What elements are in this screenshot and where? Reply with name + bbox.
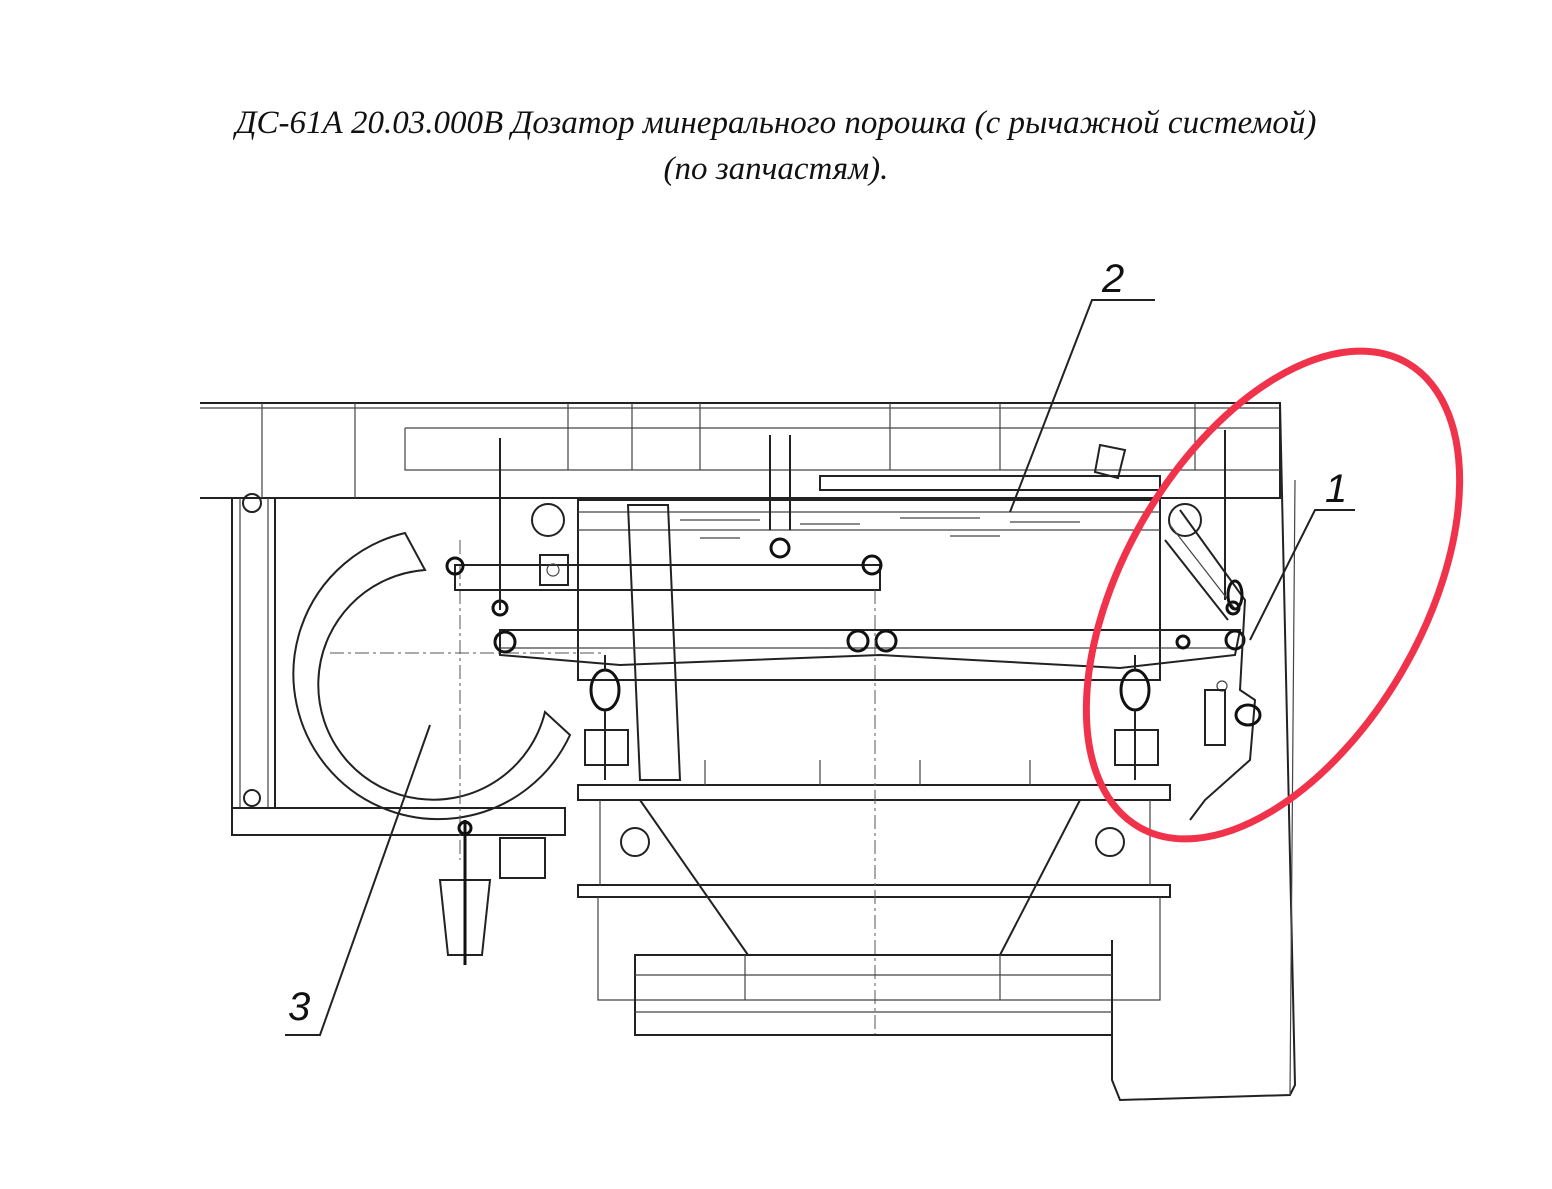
leader-1	[1249, 509, 1355, 641]
top-beam	[200, 402, 1281, 499]
highlight-ellipse	[1082, 347, 1464, 843]
leader-2	[1009, 299, 1155, 513]
lever-mechanism	[1164, 509, 1262, 821]
counterweight	[438, 820, 546, 965]
hangers	[584, 655, 1159, 780]
callout-2: 2	[1101, 257, 1124, 301]
callout-1: 1	[1325, 467, 1347, 511]
title-line-2: (по запчастям).	[663, 151, 889, 187]
discharge-chute	[634, 954, 1113, 1036]
callout-3: 3	[288, 985, 310, 1029]
left-post	[231, 493, 566, 836]
drawing-title: ДС-61А 20.03.000В Дозатор минерального п…	[0, 100, 1552, 192]
hopper	[531, 499, 1202, 781]
right-column	[1111, 402, 1297, 1102]
leader-3	[285, 724, 431, 1036]
weigh-frame	[577, 590, 1171, 1040]
leader-lines	[285, 299, 1355, 1036]
sector-gate	[292, 531, 605, 860]
title-line-1: ДС-61А 20.03.000В Дозатор минерального п…	[235, 105, 1317, 141]
